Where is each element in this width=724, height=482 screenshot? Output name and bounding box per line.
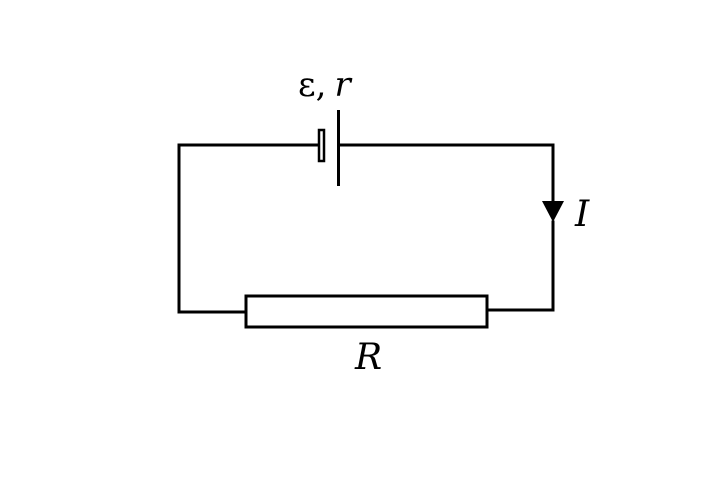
- current-label: I: [574, 194, 590, 235]
- internal-resistance-label: r: [334, 65, 352, 105]
- current-arrow-icon: [542, 201, 564, 222]
- wire-right: [337, 143, 555, 202]
- wire-right-lower: [485, 220, 555, 312]
- battery-label-separator: ,: [316, 65, 327, 105]
- battery-negative-plate: [317, 128, 326, 163]
- resistor: [244, 294, 489, 329]
- battery-emf-label: ε: [298, 65, 316, 105]
- resistor-label: R: [354, 337, 382, 378]
- battery-label: ε,r: [298, 65, 352, 105]
- wire-left: [177, 143, 320, 314]
- battery: [317, 110, 340, 186]
